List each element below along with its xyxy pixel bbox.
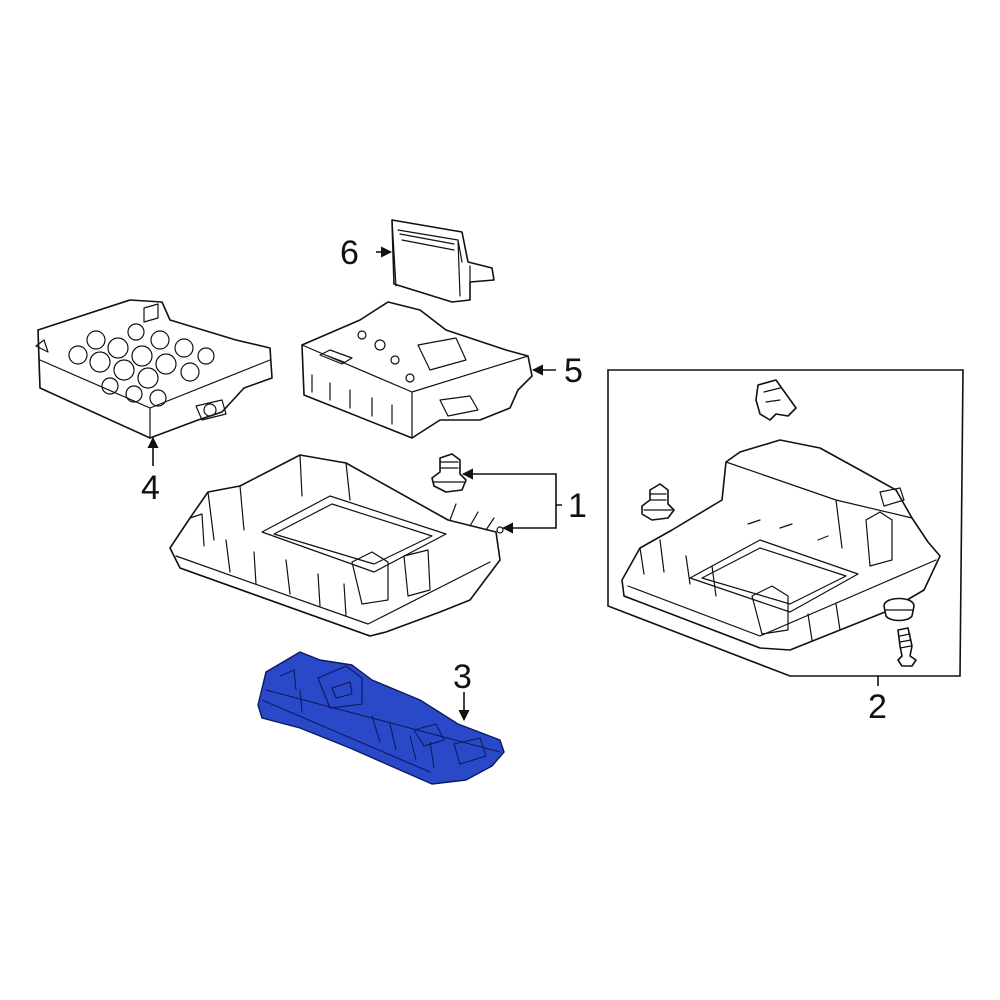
part-3-light-assembly[interactable] bbox=[257, 651, 505, 785]
callout-1: 1 bbox=[568, 487, 587, 525]
part-2-console-assembly[interactable] bbox=[621, 439, 941, 651]
part-1-clip[interactable] bbox=[431, 453, 467, 493]
part-1-console-housing[interactable] bbox=[169, 454, 504, 637]
callout-3: 3 bbox=[453, 658, 472, 696]
tray-wells bbox=[68, 323, 215, 407]
callout-6: 6 bbox=[340, 234, 359, 272]
part-2-assembly-frame bbox=[607, 369, 964, 677]
part-4-tray[interactable] bbox=[35, 299, 273, 439]
part-2-screw[interactable] bbox=[897, 627, 917, 667]
part-2-grommet[interactable] bbox=[883, 597, 915, 622]
part-5-control-unit[interactable] bbox=[301, 301, 533, 439]
callout-2: 2 bbox=[868, 688, 887, 726]
part-6-module[interactable] bbox=[391, 219, 495, 303]
part-2-clip-left[interactable] bbox=[641, 483, 675, 521]
part-2-clip-top[interactable] bbox=[755, 379, 797, 421]
callout-5: 5 bbox=[564, 352, 583, 390]
callout-4: 4 bbox=[141, 469, 160, 507]
leader-lines bbox=[147, 246, 879, 722]
